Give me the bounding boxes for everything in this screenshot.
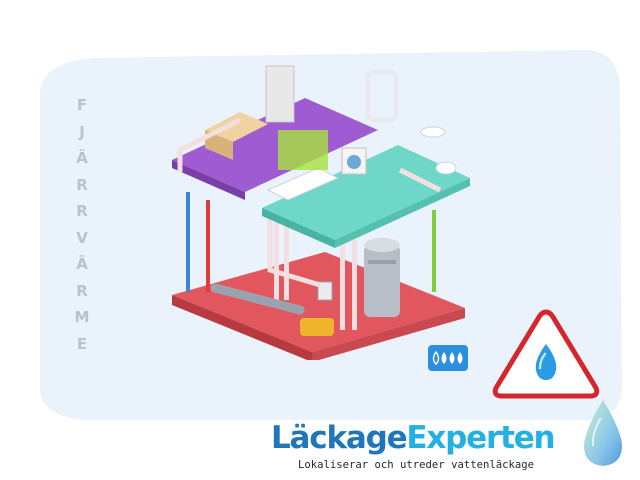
house-plumbing-illustration bbox=[172, 65, 470, 360]
vertical-letter: F bbox=[76, 96, 88, 114]
water-drop-icon bbox=[535, 344, 557, 380]
pipe-runs bbox=[177, 117, 442, 288]
water-drops-badge-icon bbox=[432, 350, 463, 365]
bathtub bbox=[266, 130, 340, 201]
vertical-letter: V bbox=[76, 228, 88, 247]
warning-triangle-icon bbox=[492, 309, 600, 399]
vertical-heading: F J Ä R R V Ä R M E bbox=[70, 92, 94, 357]
bottom-floor bbox=[172, 252, 465, 360]
logo-wordmark-part2: Experten bbox=[406, 420, 555, 456]
vertical-letter: R bbox=[76, 202, 88, 220]
vertical-pipes bbox=[186, 192, 436, 330]
logo-wordmark: LäckageExperten bbox=[271, 418, 556, 458]
logo-tagline: Lokaliserar och utreder vattenläckage bbox=[298, 459, 534, 471]
vertical-letter: Ä bbox=[76, 149, 88, 167]
vertical-letter: Ä bbox=[76, 255, 88, 273]
boiler-tank bbox=[364, 238, 400, 317]
kitchen-counter bbox=[205, 112, 268, 160]
pump-unit bbox=[210, 281, 334, 336]
middle-floor bbox=[262, 145, 470, 248]
toilet-sink bbox=[420, 126, 457, 175]
vertical-letter: M bbox=[74, 308, 90, 326]
water-drops-badge bbox=[428, 345, 468, 371]
logo-wordmark-part1: Läckage bbox=[271, 420, 408, 456]
vertical-letter: E bbox=[76, 334, 88, 353]
vertical-letter: R bbox=[76, 175, 88, 194]
vertical-letter: R bbox=[76, 281, 88, 300]
vertical-letter: J bbox=[79, 122, 85, 141]
logo-drop-icon bbox=[583, 400, 623, 466]
top-floor bbox=[172, 98, 378, 200]
towel-radiator bbox=[366, 70, 398, 122]
washing-machine bbox=[341, 147, 367, 175]
fridge bbox=[265, 65, 295, 123]
